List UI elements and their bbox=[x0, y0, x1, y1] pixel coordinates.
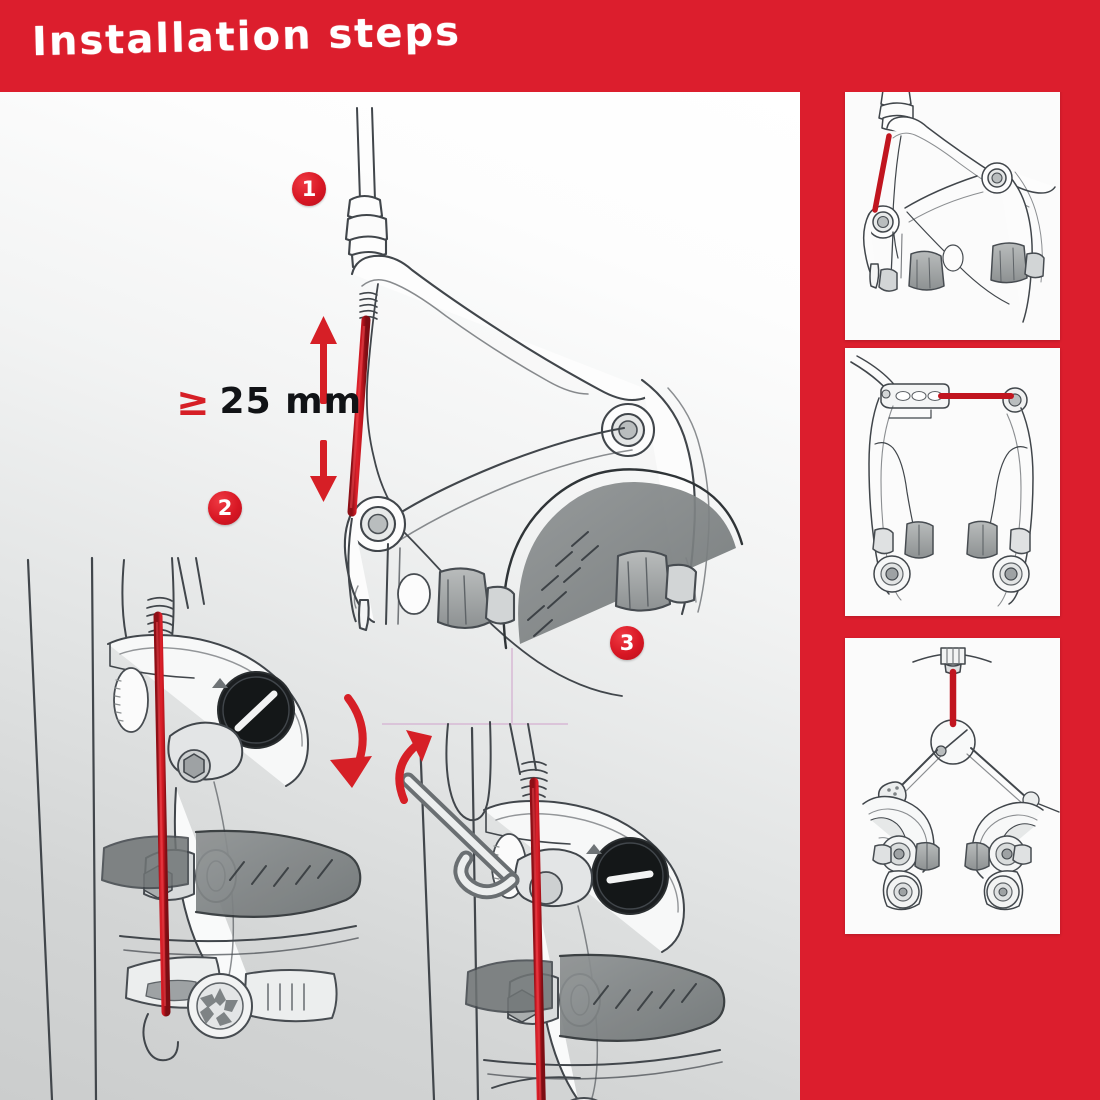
main-illustration-svg bbox=[26, 107, 744, 1100]
step3-red-cable bbox=[529, 777, 547, 1100]
reference-panel-v-brake bbox=[845, 348, 1060, 616]
step-3-illustration bbox=[400, 721, 726, 1100]
step2-red-cable bbox=[153, 611, 171, 1017]
caliper-brake-diagram bbox=[862, 63, 1056, 323]
step-badge-2: 2 bbox=[208, 491, 242, 525]
reference-panel-caliper-brake bbox=[845, 58, 1060, 340]
alignment-guide bbox=[382, 648, 568, 725]
brake-pad-right bbox=[614, 549, 698, 612]
main-illustration-plate: ≥ 25 mm bbox=[0, 88, 800, 1100]
measurement-value: 25 mm bbox=[219, 381, 363, 422]
measurement-callout: ≥ 25 mm bbox=[176, 382, 362, 422]
allen-key-icon bbox=[400, 772, 520, 900]
down-arrow-icon bbox=[310, 440, 337, 502]
greater-equal-symbol: ≥ bbox=[176, 379, 210, 425]
brake-pad-left bbox=[436, 567, 516, 630]
step-2-illustration bbox=[26, 556, 362, 1100]
cantilever-brake-diagram bbox=[862, 647, 1060, 911]
step-1-illustration bbox=[343, 107, 744, 697]
reference-panel-rail bbox=[800, 0, 1100, 1100]
red-cable-highlight bbox=[872, 133, 892, 213]
rotate-arrow-step2 bbox=[330, 694, 372, 788]
v-brake-diagram bbox=[850, 355, 1034, 607]
step-badge-1: 1 bbox=[292, 172, 326, 206]
rotate-arrow-step3 bbox=[395, 730, 432, 804]
header-banner: Installation steps bbox=[0, 0, 1100, 92]
page-title: Installation steps bbox=[31, 8, 462, 66]
step1-red-cable bbox=[347, 315, 371, 517]
up-arrow-icon bbox=[310, 316, 337, 404]
step-badge-3: 3 bbox=[610, 626, 644, 660]
reference-panel-cantilever-brake bbox=[845, 638, 1060, 934]
measurement-arrows-step1 bbox=[310, 316, 337, 502]
